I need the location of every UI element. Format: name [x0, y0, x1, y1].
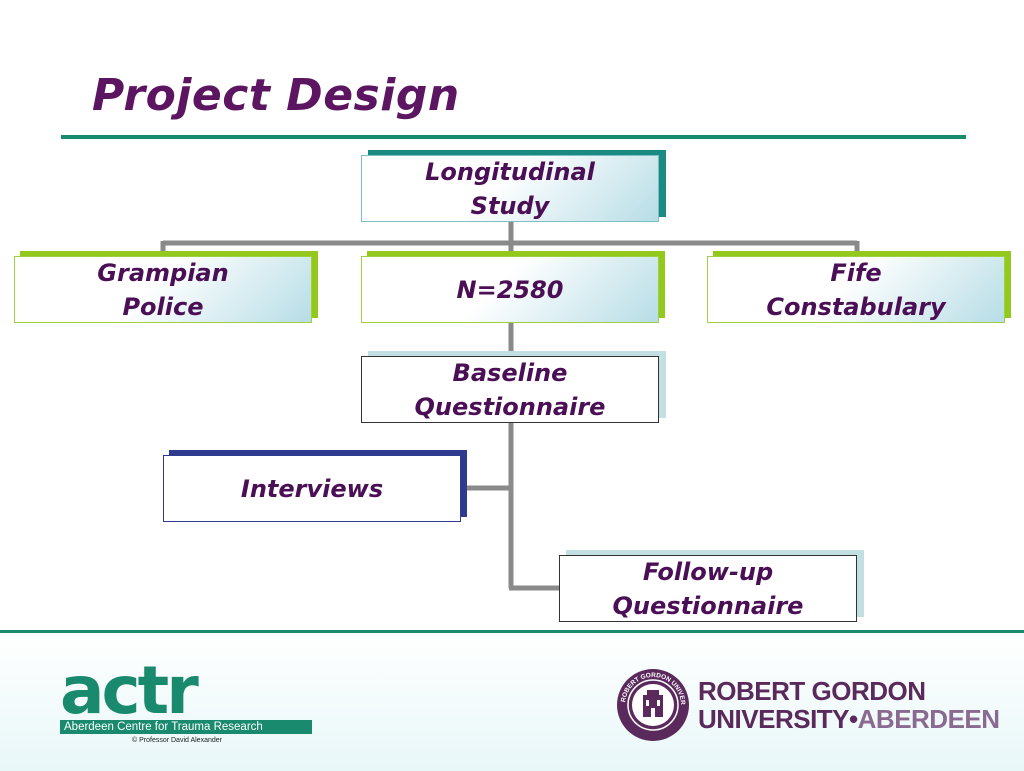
node-label: Questionnaire [414, 392, 606, 421]
actr-copyright: © Professor David Alexander [132, 737, 222, 744]
rgu-name-aberdeen: ABERDEEN [857, 704, 1000, 734]
node-label: Fife [830, 258, 882, 287]
node-label: Longitudinal [425, 157, 595, 186]
node-label: Police [122, 292, 204, 321]
title-divider [61, 135, 966, 139]
node-label: Baseline [452, 358, 568, 387]
node-label: N=2580 [456, 275, 564, 304]
slide-title: Project Design [92, 70, 460, 121]
node-label: Study [470, 191, 550, 220]
node-label: Follow-up [642, 557, 774, 586]
node-label: Grampian [97, 258, 229, 287]
actr-logo: actr Aberdeen Centre for Trauma Research… [60, 652, 312, 744]
actr-centre-name: Aberdeen Centre for Trauma Research [60, 720, 312, 734]
rgu-name-line1: ROBERT GORDON [698, 676, 926, 706]
node-interviews: Interviews [163, 455, 461, 522]
actr-wordmark: actr [60, 652, 199, 729]
rgu-seal-icon: ROBERT GORDON UNIVERSITY · ABERDEEN [616, 668, 689, 741]
node-sample-size: N=2580 [361, 256, 659, 323]
footer-band [0, 630, 1024, 771]
node-label: Questionnaire [612, 591, 804, 620]
rgu-logo: ROBERT GORDON UNIVERSITY · ABERDEEN ROBE… [616, 668, 1000, 742]
node-label: Constabulary [766, 292, 946, 321]
node-label: Interviews [240, 474, 384, 503]
rgu-name-university: UNIVERSITY• [698, 704, 858, 734]
